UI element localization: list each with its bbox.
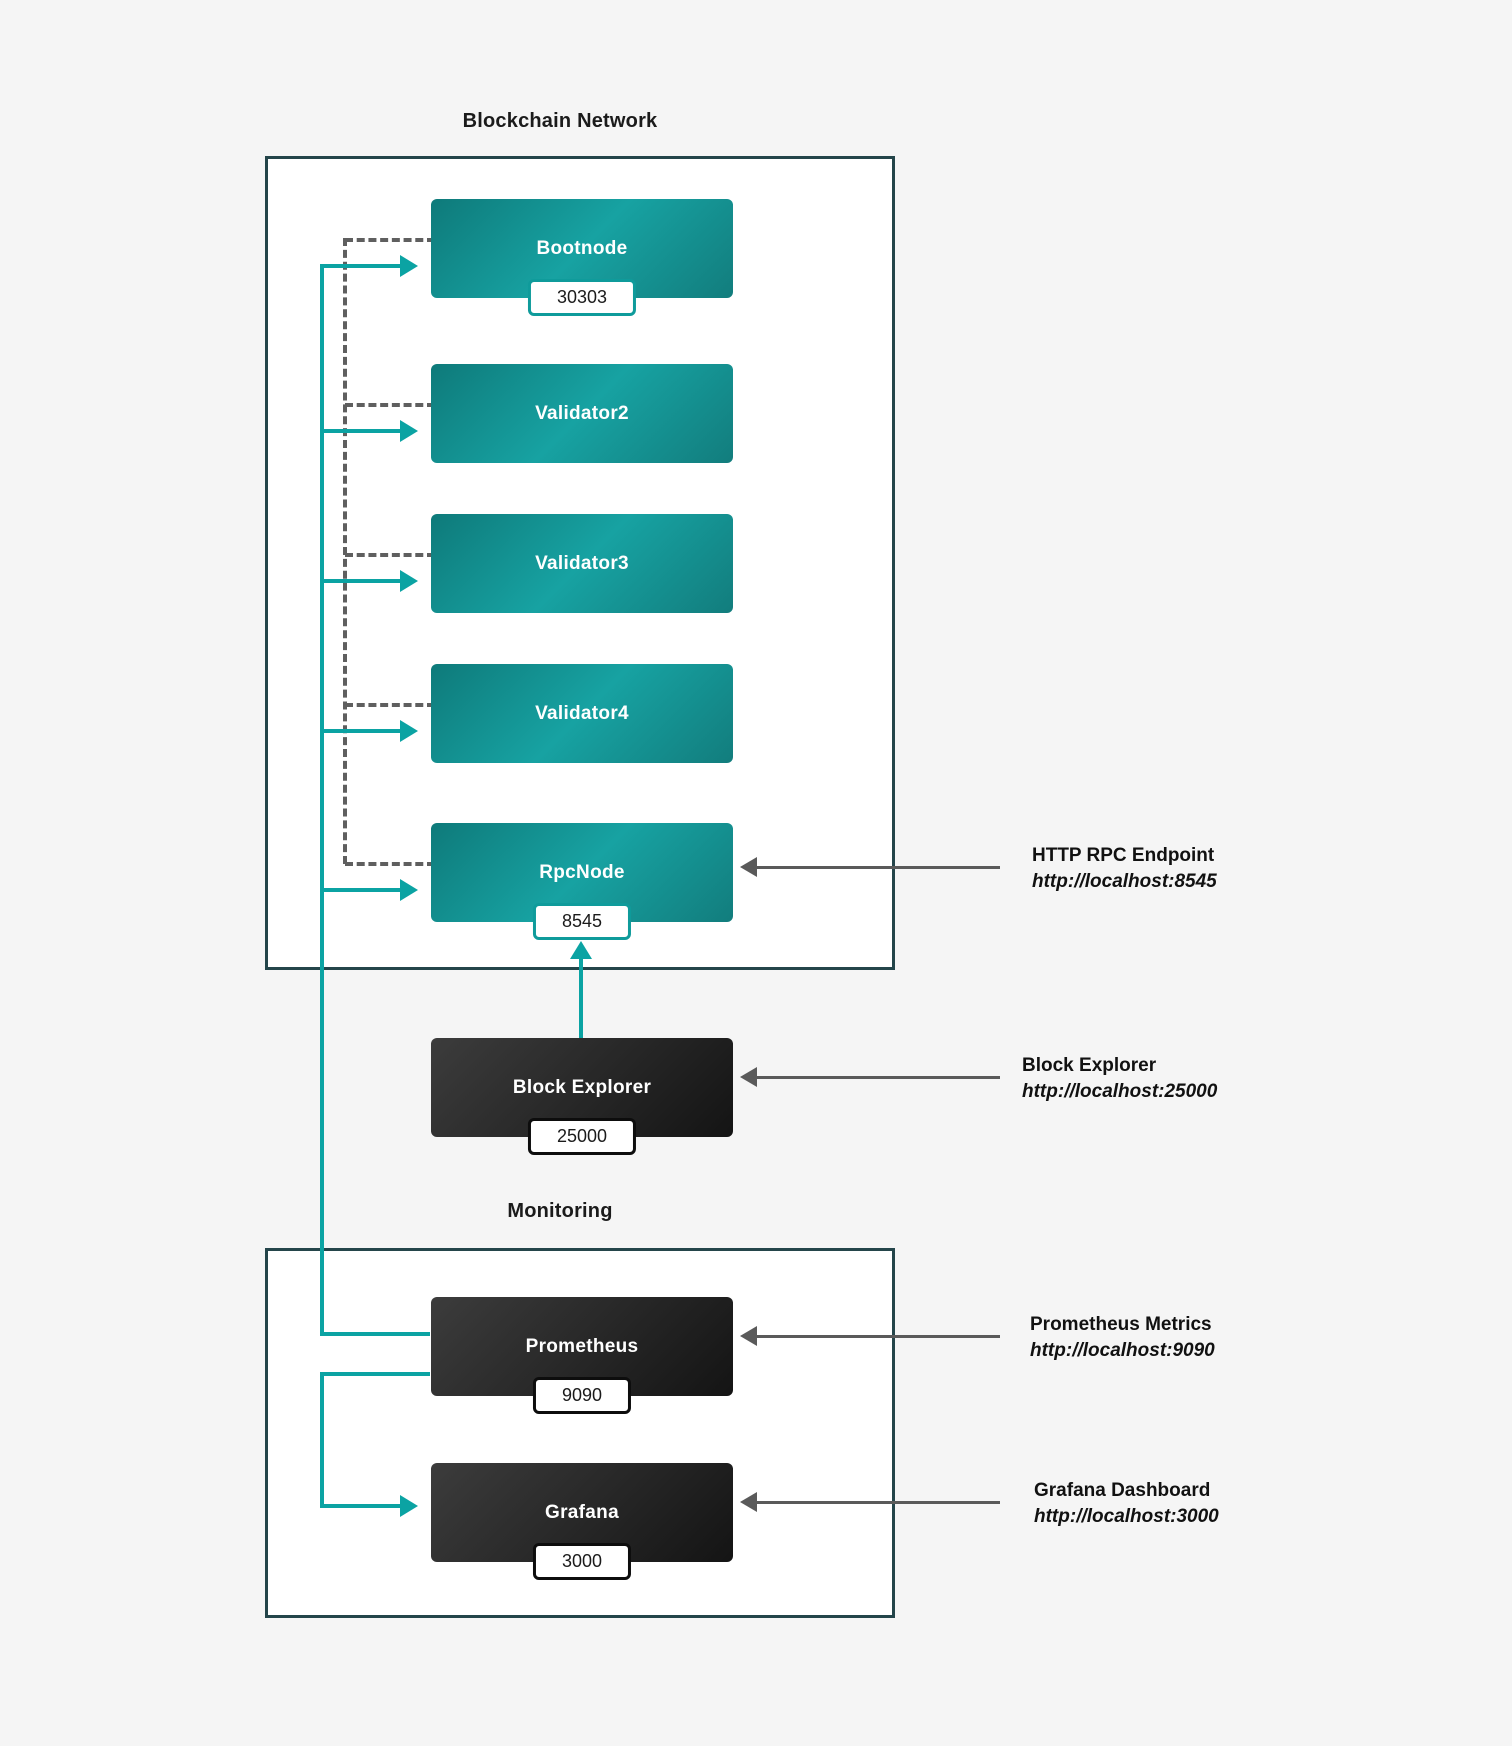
node-grafana-port-badge: 3000 (532, 1543, 632, 1580)
dashed-bus-vertical (343, 238, 347, 864)
annotation-prometheus-url: http://localhost:9090 (1030, 1339, 1215, 1361)
teal-branch-rpcnode (320, 888, 406, 892)
annotation-rpc-url: http://localhost:8545 (1032, 870, 1217, 892)
node-bootnode-label: Bootnode (536, 237, 628, 259)
node-rpcnode-label: RpcNode (539, 861, 625, 883)
node-validator4[interactable]: Validator4 (431, 664, 733, 763)
group-title-monitoring: Monitoring (507, 1200, 613, 1222)
node-bootnode-port-badge: 30303 (527, 279, 637, 316)
node-prometheus-label: Prometheus (525, 1335, 639, 1357)
annotation-grafana-url: http://localhost:3000 (1034, 1505, 1219, 1527)
node-validator3-label: Validator3 (535, 552, 629, 574)
teal-arrow-rpcnode-from-explorer (570, 941, 592, 959)
annotation-prometheus: Prometheus Metrics http://localhost:9090 (1030, 1312, 1215, 1363)
teal-branch-validator2 (320, 429, 406, 433)
node-validator2[interactable]: Validator2 (431, 364, 733, 463)
teal-link-prometheus-grafana-vertical (320, 1372, 324, 1508)
annotation-line-rpc (757, 866, 1000, 869)
annotation-arrow-explorer (740, 1067, 757, 1087)
node-rpcnode[interactable]: RpcNode 8545 (431, 823, 733, 940)
node-grafana[interactable]: Grafana 3000 (431, 1463, 733, 1580)
node-prometheus-port-badge: 9090 (532, 1377, 632, 1414)
teal-arrow-rpcnode (400, 879, 418, 901)
teal-arrow-validator3 (400, 570, 418, 592)
teal-branch-prometheus (320, 1332, 430, 1336)
node-block-explorer-label: Block Explorer (512, 1076, 652, 1098)
annotation-grafana-title: Grafana Dashboard (1034, 1480, 1211, 1501)
annotation-explorer-url: http://localhost:25000 (1022, 1080, 1218, 1102)
teal-arrow-bootnode (400, 255, 418, 277)
dashed-stub-validator2 (345, 403, 435, 407)
annotation-grafana: Grafana Dashboard http://localhost:3000 (1034, 1478, 1219, 1529)
annotation-line-grafana (757, 1501, 1000, 1504)
teal-arrow-validator2 (400, 420, 418, 442)
annotation-prometheus-title: Prometheus Metrics (1030, 1314, 1212, 1335)
dashed-stub-rpcnode (345, 862, 435, 866)
annotation-explorer: Block Explorer http://localhost:25000 (1022, 1053, 1217, 1104)
node-prometheus[interactable]: Prometheus 9090 (431, 1297, 733, 1414)
teal-link-grafana (320, 1504, 406, 1508)
teal-arrow-grafana (400, 1495, 418, 1517)
group-title-blockchain-network: Blockchain Network (462, 110, 658, 132)
annotation-line-explorer (757, 1076, 1000, 1079)
teal-branch-bootnode (320, 264, 406, 268)
annotation-arrow-prometheus (740, 1326, 757, 1346)
node-rpcnode-port-badge: 8545 (532, 903, 632, 940)
dashed-stub-validator3 (345, 553, 435, 557)
teal-branch-validator3 (320, 579, 406, 583)
teal-branch-validator4 (320, 729, 406, 733)
annotation-rpc-title: HTTP RPC Endpoint (1032, 845, 1215, 866)
teal-arrow-validator4 (400, 720, 418, 742)
node-bootnode[interactable]: Bootnode 30303 (431, 199, 733, 316)
dashed-stub-validator4 (345, 703, 435, 707)
teal-link-prometheus-grafana-top (320, 1372, 430, 1376)
node-block-explorer[interactable]: Block Explorer 25000 (431, 1038, 733, 1155)
node-validator2-label: Validator2 (535, 402, 629, 424)
node-validator4-label: Validator4 (535, 702, 629, 724)
annotation-arrow-grafana (740, 1492, 757, 1512)
annotation-arrow-rpc (740, 857, 757, 877)
node-validator3[interactable]: Validator3 (431, 514, 733, 613)
node-grafana-label: Grafana (545, 1501, 619, 1523)
teal-link-explorer-rpcnode (579, 958, 583, 1038)
annotation-line-prometheus (757, 1335, 1000, 1338)
annotation-rpc: HTTP RPC Endpoint http://localhost:8545 (1032, 843, 1217, 894)
dashed-stub-bootnode (345, 238, 435, 242)
teal-bus-vertical (320, 264, 324, 1336)
node-block-explorer-port-badge: 25000 (527, 1118, 637, 1155)
annotation-explorer-title: Block Explorer (1022, 1055, 1157, 1076)
